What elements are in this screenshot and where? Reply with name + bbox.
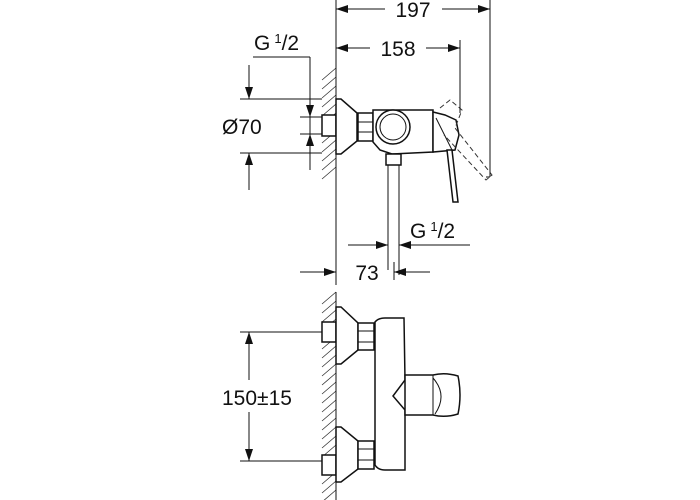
mixer-side [321,98,493,275]
hatch-line [321,390,337,404]
mixer-plan [321,306,461,483]
hatch-line [321,399,337,413]
hatch-line [321,300,337,314]
plan-view: 150±15 [222,291,461,500]
escutcheon-top [335,306,359,365]
hatch-line [321,148,337,162]
dim-overall-depth: 197 [395,0,430,22]
inlet-stub-bottom [321,454,337,476]
escutcheon-bottom [335,426,359,483]
hatch-line [321,363,337,377]
nut [357,112,374,142]
hatch-line [321,309,337,323]
hatch-line [321,85,337,99]
nut-bottom [357,440,375,470]
hatch-line [321,157,337,171]
inlet-stub-top [321,321,337,343]
hatch-line [321,103,337,117]
hatch-line [321,480,337,494]
hatch-line [321,166,337,180]
hatch-line [321,435,337,449]
escutcheon [335,98,358,155]
nut-top [357,322,375,351]
handle-hub [432,111,460,153]
hatch-line [321,139,337,153]
hatch-line [321,408,337,422]
dim-depth-to-handle: 158 [380,38,415,61]
dim-inlet-spacing: 150±15 [222,387,292,410]
hatch-line [321,94,337,108]
hatch-line [321,426,337,440]
hatch-line [321,354,337,368]
body-plan [374,317,406,471]
temperature-knob [375,109,411,145]
dim-outlet-offset: 73 [355,262,378,285]
inlet-stub [321,114,337,137]
hatch-line [321,372,337,386]
lever [446,149,459,203]
hatch-line [323,489,337,500]
hatch-line [321,345,337,359]
hatch-line [321,76,337,90]
hatch-line [321,67,337,81]
hatch-line [321,417,337,431]
outlet-nut [385,153,402,166]
hatch-line [321,381,337,395]
dim-escutcheon-diameter: Ø70 [222,116,262,139]
lever-alt-position [439,99,493,181]
hatch-line [321,291,337,305]
